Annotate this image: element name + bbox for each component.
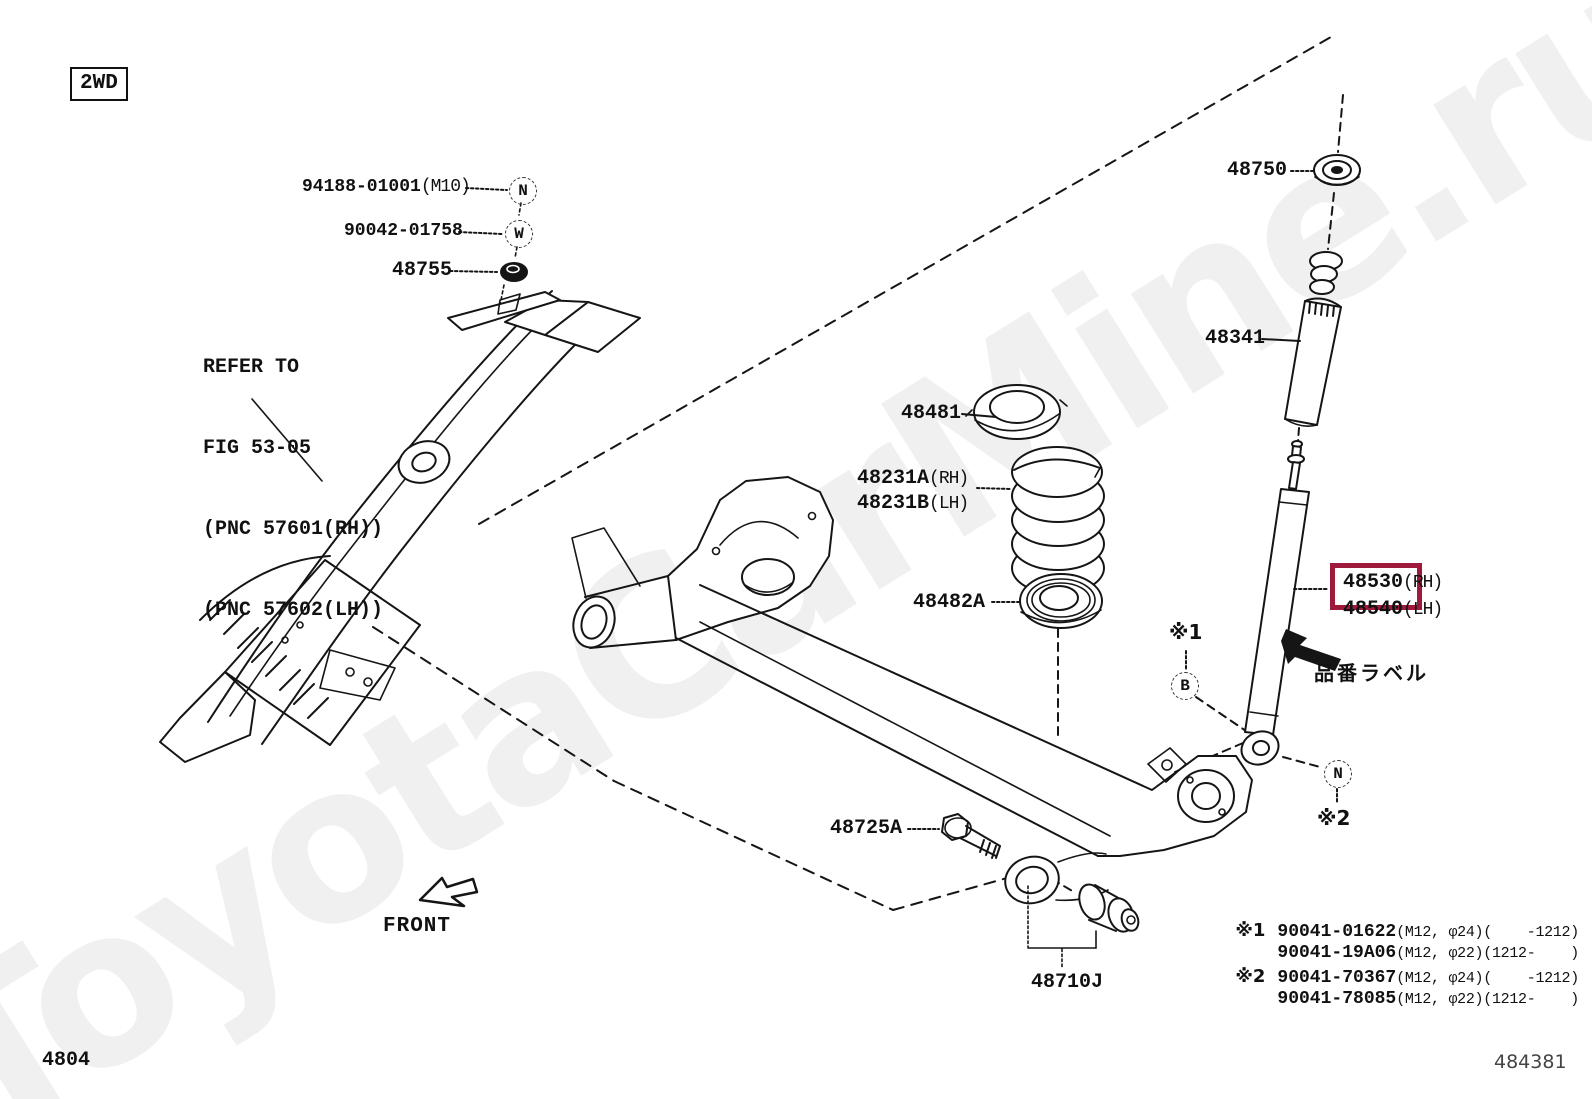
page-code-left: 4804 (42, 1049, 91, 1072)
selected-part-highlight (1330, 563, 1422, 610)
footnote-spec: (M12, φ22)(1212- ) (1396, 945, 1579, 962)
part-label-94188-01001[interactable]: 94188-01001(M10) (302, 177, 471, 197)
shock-absorber-drawing (1240, 154, 1361, 766)
footnote-spec: (M12, φ24)( -1212) (1396, 924, 1579, 941)
part-label-48231B[interactable]: 48231B(LH) (857, 492, 969, 515)
part-label-48710J[interactable]: 48710J (1031, 971, 1104, 994)
circle-marker-n-bottom: N (1324, 760, 1352, 788)
footnote-marker: ※1 (1235, 920, 1266, 941)
refer-note-line: FIG 53-05 (203, 437, 312, 460)
drive-type-badge: 2WD (70, 67, 128, 101)
upper-insulator-drawing (965, 384, 1068, 440)
footnote-row-2: 90041-19A06(M12, φ22)(1212- ) (1197, 925, 1579, 981)
footnote-part-number[interactable]: 90041-70367 (1277, 968, 1397, 988)
part-label-48481[interactable]: 48481 (901, 402, 962, 425)
circle-marker-b: B (1171, 672, 1199, 700)
mounting-hardware-drawing (941, 813, 1140, 970)
footnote-spec: (M12, φ24)( -1212) (1396, 970, 1579, 987)
part-label-90042-01758[interactable]: 90042-01758 (344, 221, 463, 241)
frame-member-drawing (159, 290, 641, 763)
circle-marker-n-top: N (509, 177, 537, 205)
label-pointer-arrow (1281, 629, 1341, 671)
coil-spring-drawing (1011, 446, 1105, 595)
part-label-48725A[interactable]: 48725A (830, 817, 903, 840)
footnote-part-number[interactable]: 90041-78085 (1277, 989, 1397, 1009)
part-label-48755[interactable]: 48755 (392, 259, 453, 282)
page-code-right: 484381 (1494, 1051, 1567, 1073)
part-label-48231A[interactable]: 48231A(RH) (857, 467, 969, 490)
front-label: FRONT (383, 915, 452, 938)
footnote-spec: (M12, φ22)(1212- ) (1396, 991, 1579, 1008)
footnote-part-number[interactable]: 90041-19A06 (1277, 943, 1397, 963)
lower-insulator-drawing (1019, 573, 1103, 629)
part-label-48540[interactable]: 48540(LH) (1343, 598, 1443, 621)
footnote-row-3: ※2 90041-70367(M12, φ24)( -1212) (1197, 948, 1579, 1006)
axle-beam-drawing (571, 476, 1253, 905)
refer-note: REFER TO FIG 53-05 (PNC 57601(RH)) (PNC … (203, 300, 383, 678)
part-label-48750[interactable]: 48750 (1227, 159, 1288, 182)
marker-ref1: ※1 (1169, 620, 1203, 644)
refer-note-line: (PNC 57602(LH)) (203, 599, 384, 622)
support-nut-drawing (500, 262, 528, 282)
refer-note-line: (PNC 57601(RH)) (203, 518, 384, 541)
front-arrow (418, 876, 479, 908)
part-label-48482A[interactable]: 48482A (913, 591, 986, 614)
refer-note-line: REFER TO (203, 356, 300, 379)
footnote-part-number[interactable]: 90041-01622 (1277, 922, 1397, 942)
marker-ref2: ※2 (1317, 806, 1351, 830)
part-number-label-jp: 品番ラベル (1314, 661, 1429, 685)
footnote-row-4: 90041-78085(M12, φ22)(1212- ) (1197, 971, 1579, 1027)
footnote-marker: ※2 (1235, 966, 1266, 987)
leader-lines (449, 170, 1338, 830)
part-label-48341[interactable]: 48341 (1205, 327, 1266, 350)
footnote-row-1: ※1 90041-01622(M12, φ24)( -1212) (1197, 902, 1579, 960)
part-label-48530[interactable]: 48530(RH) (1343, 571, 1443, 594)
circle-marker-w: W (505, 220, 533, 248)
